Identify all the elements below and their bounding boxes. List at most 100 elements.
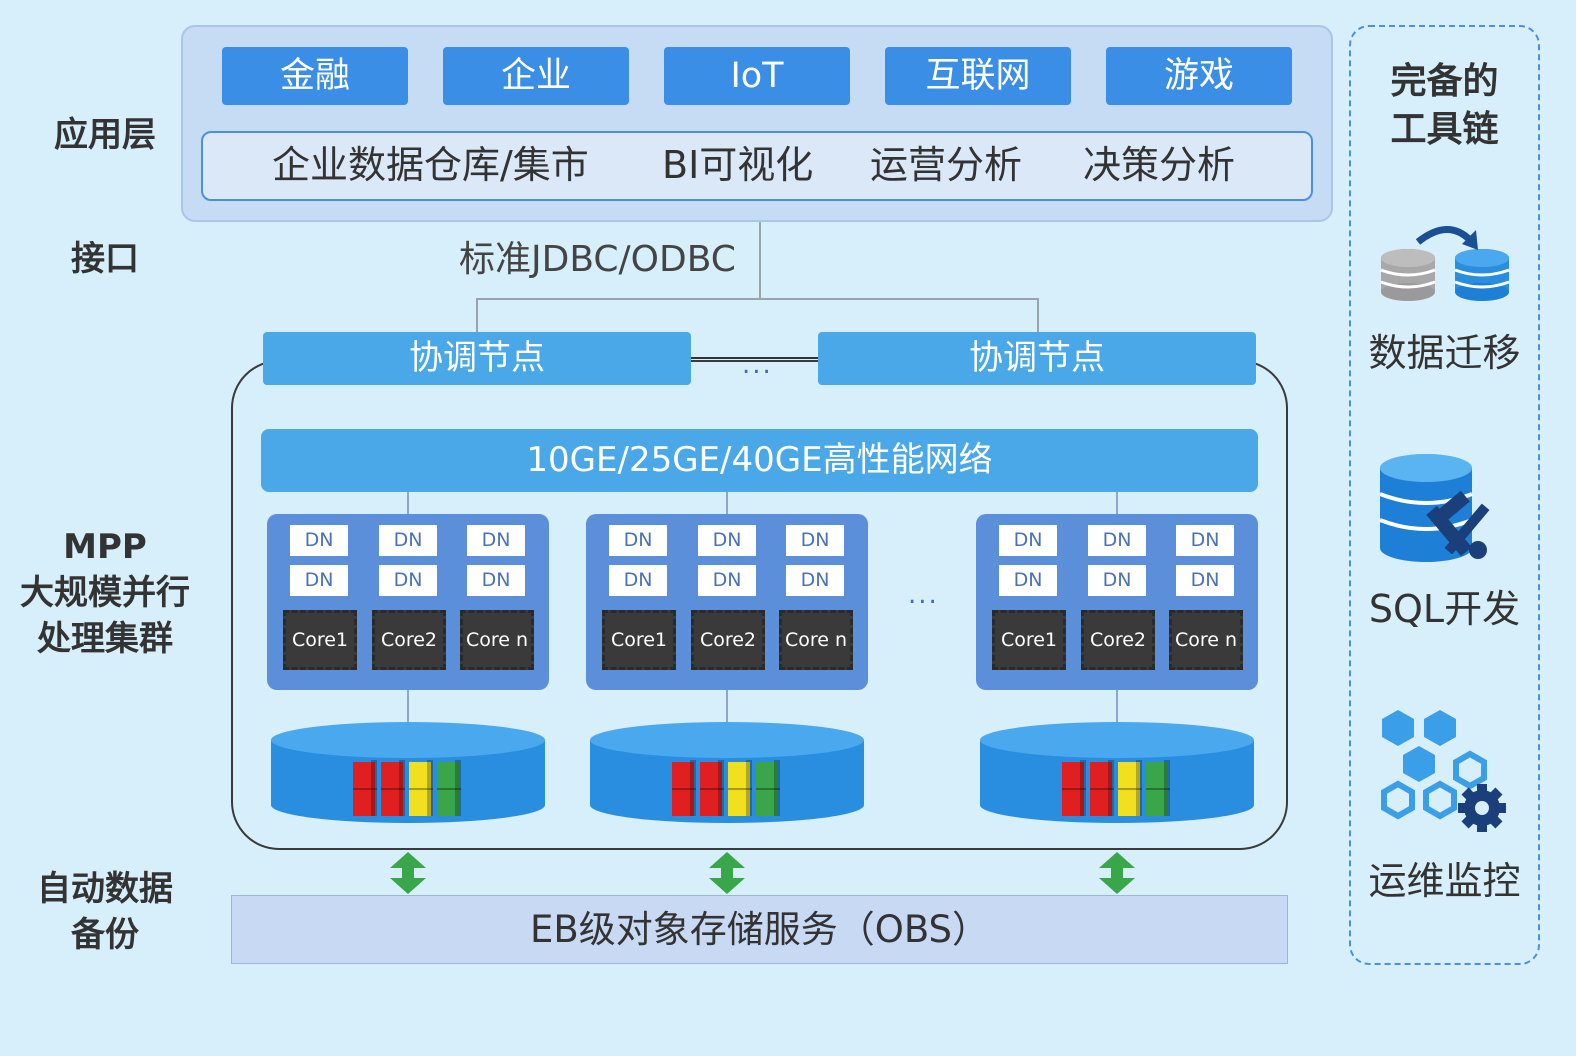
interface-label: 接口 [71, 239, 139, 279]
app-button-internet[interactable]: 互联网 [885, 47, 1071, 105]
backup-arrow-down [390, 878, 426, 894]
backup-label-line2: 备份 [71, 915, 139, 955]
target-db-icon [1454, 249, 1510, 301]
tool-label-sql[interactable]: SQL开发 [1368, 587, 1521, 631]
cpu-core-chip: Core n [779, 610, 853, 670]
app-button-enterprise[interactable]: 企业 [443, 47, 629, 105]
obs-storage: EB级对象存储服务（OBS） [231, 895, 1288, 964]
disk-bottom [271, 787, 545, 823]
connector-horizontal [476, 298, 1039, 300]
storage-block-shade [1080, 760, 1086, 816]
mpp-cluster-border [231, 360, 1288, 850]
storage-block [728, 762, 750, 816]
scenario-data-warehouse: 企业数据仓库/集市 [272, 143, 589, 187]
mpp-label-line3: 处理集群 [37, 619, 173, 659]
cpu-core-chip: Core2 [691, 610, 765, 670]
scenario-decision: 决策分析 [1083, 143, 1236, 187]
dn-box: DN [1088, 525, 1146, 556]
sql-development-icon[interactable] [1378, 452, 1506, 562]
storage-block [1062, 762, 1084, 816]
dn-box: DN [999, 565, 1057, 596]
connector-left-drop [476, 298, 478, 332]
storage-block [409, 762, 431, 816]
scenario-operations: 运营分析 [870, 143, 1023, 187]
storage-block-shade [427, 760, 433, 816]
gear-icon [1458, 784, 1506, 832]
dn-box: DN [290, 525, 348, 556]
disk-bottom [590, 787, 864, 823]
dn-box: DN [609, 525, 667, 556]
disk-top [980, 722, 1254, 758]
interface-protocol: 标准JDBC/ODBC [459, 239, 736, 280]
toolchain-title: 完备的 工具链 [1349, 58, 1540, 154]
dn-box: DN [379, 565, 437, 596]
storage-block-shade [1164, 760, 1170, 816]
dn-box: DN [1088, 565, 1146, 596]
mpp-label: MPP 大规模并行 处理集群 [5, 524, 205, 662]
data-migration-icon[interactable] [1378, 224, 1514, 306]
backup-arrow-shaft [721, 866, 733, 880]
app-button-iot[interactable]: IoT [664, 47, 850, 105]
storage-block-shade [690, 760, 696, 816]
storage-block [672, 762, 694, 816]
coordinator-ellipsis: ... [742, 350, 773, 380]
storage-block [353, 762, 375, 816]
cpu-core-chip: Core1 [602, 610, 676, 670]
app-button-gaming[interactable]: 游戏 [1106, 47, 1292, 105]
backup-label-line1: 自动数据 [37, 869, 173, 909]
disk-top [271, 722, 545, 758]
backup-arrow-shaft [402, 866, 414, 880]
coordinator-node-2[interactable]: 协调节点 [818, 332, 1256, 385]
storage-block [381, 762, 403, 816]
coordinator-node-1[interactable]: 协调节点 [263, 332, 691, 385]
dn-box: DN [290, 565, 348, 596]
cpu-core-chip: Core2 [372, 610, 446, 670]
coord-link [690, 357, 820, 359]
storage-block-shade [1108, 760, 1114, 816]
toolchain-panel [1349, 25, 1540, 965]
scenario-row [201, 131, 1313, 201]
wrench-hammer-icon [1426, 490, 1490, 559]
storage-block-shade [399, 760, 405, 816]
tool-label-migration[interactable]: 数据迁移 [1368, 331, 1521, 375]
backup-arrow-up [709, 852, 745, 868]
storage-block-shade [371, 760, 377, 816]
backup-label: 自动数据 备份 [20, 866, 190, 958]
mpp-label-line1: MPP [63, 527, 147, 567]
operations-monitoring-icon[interactable] [1376, 708, 1514, 834]
dn-box: DN [698, 565, 756, 596]
mpp-label-line2: 大规模并行 [20, 573, 190, 613]
source-db-icon [1380, 249, 1436, 301]
storage-block-shade [774, 760, 780, 816]
dn-box: DN [1176, 525, 1234, 556]
dn-box: DN [609, 565, 667, 596]
storage-block [1090, 762, 1112, 816]
connector-right-drop [1037, 298, 1039, 332]
app-button-finance[interactable]: 金融 [222, 47, 408, 105]
cpu-core-chip: Core n [1169, 610, 1243, 670]
toolchain-title-line1: 完备的 [1390, 61, 1499, 102]
cpu-core-chip: Core1 [992, 610, 1066, 670]
disk-top [590, 722, 864, 758]
dn-box: DN [1176, 565, 1234, 596]
storage-block [437, 762, 459, 816]
toolchain-title-line2: 工具链 [1390, 109, 1499, 150]
backup-arrow-up [1099, 852, 1135, 868]
storage-block-shade [455, 760, 461, 816]
dn-box: DN [786, 525, 844, 556]
cpu-core-chip: Core n [460, 610, 534, 670]
tool-label-monitoring[interactable]: 运维监控 [1368, 859, 1521, 903]
storage-block [756, 762, 778, 816]
storage-block [700, 762, 722, 816]
dn-box: DN [786, 565, 844, 596]
dn-box: DN [379, 525, 437, 556]
storage-block-shade [718, 760, 724, 816]
node-ellipsis: ... [908, 580, 939, 610]
high-performance-network: 10GE/25GE/40GE高性能网络 [261, 429, 1258, 492]
app-layer-label: 应用层 [54, 115, 156, 155]
backup-arrow-down [1099, 878, 1135, 894]
